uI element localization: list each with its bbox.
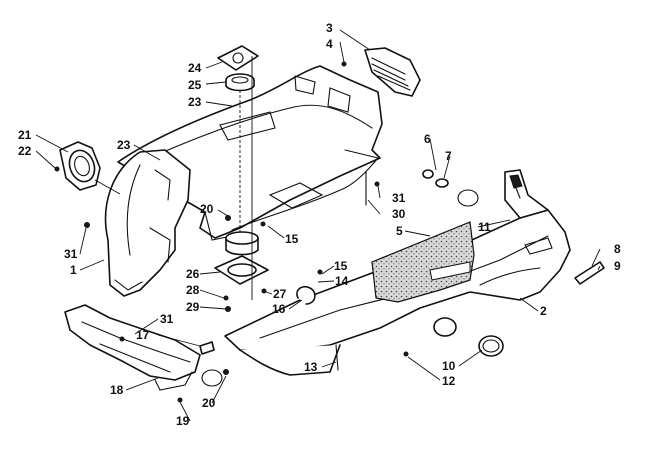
callout-5: 5 bbox=[396, 224, 403, 238]
callout-24: 24 bbox=[188, 61, 202, 75]
assembly-lines bbox=[94, 56, 253, 300]
callout-13: 13 bbox=[304, 360, 318, 374]
callout-6: 6 bbox=[424, 132, 431, 146]
foam-insulation bbox=[371, 221, 475, 303]
callout-15b: 15 bbox=[334, 259, 348, 273]
callout-14: 14 bbox=[335, 274, 349, 288]
front-fairing bbox=[504, 169, 549, 219]
callout-22: 22 bbox=[18, 144, 32, 158]
callout-8: 8 bbox=[614, 242, 621, 256]
callout-15: 15 bbox=[285, 232, 299, 246]
callout-labels: 3 4 24 25 23 21 22 23 6 7 20 31 30 15 5 … bbox=[18, 21, 621, 428]
callout-23: 23 bbox=[188, 95, 202, 109]
callout-2: 2 bbox=[540, 304, 547, 318]
callout-17: 17 bbox=[136, 328, 150, 342]
rear-plate bbox=[574, 261, 605, 285]
callout-3: 3 bbox=[326, 21, 333, 35]
callout-29: 29 bbox=[186, 300, 200, 314]
left-side-panel bbox=[104, 149, 191, 297]
air-duct bbox=[59, 141, 101, 191]
callout-18: 18 bbox=[110, 383, 124, 397]
callout-leaders bbox=[35, 29, 601, 422]
callout-27: 27 bbox=[273, 287, 287, 301]
lower-skid-plate bbox=[64, 304, 201, 391]
callout-31c: 31 bbox=[160, 312, 174, 326]
callout-1: 1 bbox=[70, 263, 77, 277]
callout-25: 25 bbox=[188, 78, 202, 92]
callout-4: 4 bbox=[326, 37, 333, 51]
callout-12: 12 bbox=[442, 374, 456, 388]
callout-11: 11 bbox=[478, 220, 491, 234]
callout-21: 21 bbox=[18, 128, 32, 142]
fasteners bbox=[54, 61, 479, 403]
callout-19: 19 bbox=[176, 414, 190, 428]
round-caps bbox=[296, 169, 504, 357]
boot-plate-bottom bbox=[214, 231, 269, 285]
callout-9: 9 bbox=[614, 259, 621, 273]
callout-26: 26 bbox=[186, 267, 200, 281]
callout-16: 16 bbox=[272, 302, 286, 316]
callout-10: 10 bbox=[442, 359, 456, 373]
callout-20: 20 bbox=[200, 202, 214, 216]
callout-20b: 20 bbox=[202, 396, 216, 410]
callout-30: 30 bbox=[392, 207, 406, 221]
callout-31b: 31 bbox=[64, 247, 78, 261]
callout-31: 31 bbox=[392, 191, 406, 205]
callout-28: 28 bbox=[186, 283, 200, 297]
vent-grille bbox=[364, 47, 421, 97]
callout-23b: 23 bbox=[117, 138, 131, 152]
callout-7: 7 bbox=[445, 149, 452, 163]
